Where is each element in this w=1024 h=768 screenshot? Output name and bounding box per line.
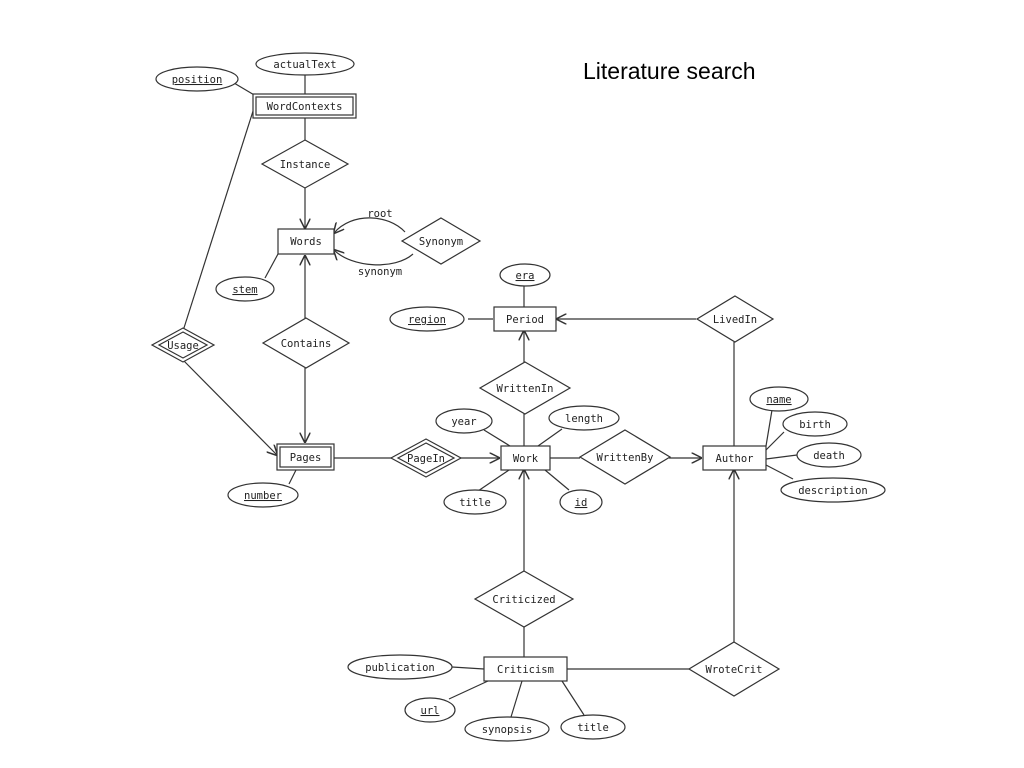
attribute-label: name (766, 394, 791, 406)
relationship-contains: Contains (261, 317, 351, 369)
relationship-label: Instance (280, 159, 331, 171)
attribute-label: death (813, 450, 845, 462)
attribute-label: era (516, 270, 535, 282)
attribute-year: year (435, 408, 493, 434)
attribute-description: description (780, 477, 886, 503)
entity-work: Work (500, 445, 551, 471)
attribute-stem-key: stem (215, 276, 275, 302)
attribute-actualtext: actualText (255, 52, 355, 76)
line-position-wordcontexts (233, 82, 257, 97)
line-number-pages (288, 469, 297, 485)
relationship-wrotecrit: WroteCrit (687, 641, 781, 697)
attribute-work-title: title (443, 489, 507, 515)
entity-label: Criticism (497, 664, 554, 676)
line-id-work (544, 469, 570, 491)
line-death-author (765, 454, 798, 460)
attribute-name-key: name (749, 386, 809, 412)
attribute-label: url (421, 705, 440, 717)
line-wordcontexts-usage (182, 107, 255, 332)
attribute-id-key: id (559, 489, 603, 515)
entity-label: Work (513, 453, 539, 465)
role-label-synonym: synonym (358, 266, 402, 278)
attribute-label: position (172, 74, 223, 86)
entity-pages: Pages (276, 443, 335, 471)
relationship-label: PageIn (407, 453, 445, 465)
relationship-writtenin: WrittenIn (478, 361, 572, 415)
entity-period: Period (493, 306, 557, 332)
line-synopsis-criticism (510, 680, 523, 718)
line-description-author (765, 464, 794, 480)
relationship-usage: Usage (150, 327, 216, 363)
relationship-synonym: Synonym (400, 217, 482, 265)
line-synonym-synonym (334, 250, 414, 266)
relationship-label: LivedIn (713, 314, 757, 326)
connectors (182, 75, 798, 718)
attribute-synopsis: synopsis (464, 716, 550, 742)
attribute-label: length (565, 413, 603, 425)
role-label-root: root (367, 208, 392, 220)
relationship-instance: Instance (260, 139, 350, 189)
attribute-position-key: position (155, 66, 239, 92)
relationship-pagein: PageIn (389, 438, 463, 478)
entity-words: Words (277, 228, 335, 255)
diagram-title: Literature search (583, 58, 756, 84)
attribute-label: id (575, 497, 588, 509)
attribute-number-key: number (227, 482, 299, 508)
attribute-label: synopsis (482, 724, 533, 736)
attribute-label: stem (232, 284, 257, 296)
entity-criticism: Criticism (483, 656, 568, 682)
entity-label: WordContexts (267, 101, 343, 113)
entity-label: Author (716, 453, 754, 465)
entity-wordcontexts: WordContexts (252, 93, 357, 119)
attribute-label: number (244, 490, 282, 502)
line-usage-pages (182, 359, 277, 455)
line-url-criticism (448, 680, 489, 700)
attribute-label: year (451, 416, 476, 428)
relationship-label: Criticized (492, 594, 555, 606)
relationship-label: WroteCrit (706, 664, 763, 676)
entity-label: Pages (290, 452, 322, 464)
attribute-label: region (408, 314, 446, 326)
relationship-label: Contains (281, 338, 332, 350)
relationship-label: Synonym (419, 236, 463, 248)
entity-label: Period (506, 314, 544, 326)
relationship-label: Usage (167, 340, 199, 352)
attribute-label: title (459, 497, 491, 509)
attribute-length: length (548, 405, 620, 431)
line-stem-words (264, 253, 279, 279)
line-publication-criticism (451, 666, 485, 670)
attribute-criticism-title: title (560, 714, 626, 740)
line-length-work (537, 428, 563, 447)
attribute-publication: publication (347, 654, 453, 680)
attribute-era-key: era (499, 263, 551, 287)
relationship-livedin: LivedIn (695, 295, 775, 343)
attribute-label: birth (799, 419, 831, 431)
attribute-birth: birth (782, 411, 848, 437)
attribute-label: title (577, 722, 609, 734)
attribute-death: death (796, 442, 862, 468)
relationship-criticized: Criticized (473, 570, 575, 628)
entity-author: Author (702, 445, 767, 471)
line-title-work (477, 469, 510, 492)
attribute-label: description (798, 485, 868, 497)
attribute-label: publication (365, 662, 435, 674)
line-year-work (483, 429, 511, 447)
line-title-criticism (561, 680, 585, 716)
attribute-url-key: url (404, 697, 456, 723)
relationship-label: WrittenIn (497, 383, 554, 395)
line-birth-author (765, 431, 785, 451)
attribute-label: actualText (273, 59, 336, 71)
relationship-label: WrittenBy (597, 452, 654, 464)
relationship-writtenby: WrittenBy (578, 429, 672, 485)
line-name-author (765, 409, 773, 447)
entity-label: Words (290, 236, 322, 248)
line-synonym-root (334, 217, 406, 233)
attribute-region-key: region (389, 306, 465, 332)
